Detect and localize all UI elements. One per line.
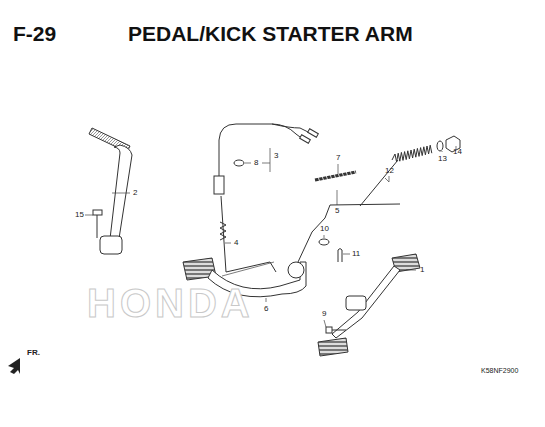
callout-number: 15 [75,211,84,219]
callout-number: 2 [133,189,137,197]
watermark: HONDA [87,283,254,323]
callout-number: 12 [385,167,394,175]
callout-number: 1 [420,266,424,274]
callout-number: 9 [322,310,326,318]
callout-number: 13 [438,155,447,163]
callout-number: 8 [254,159,258,167]
callout-number: 3 [274,152,278,160]
callout-number: 10 [320,225,329,233]
callout-number: 11 [352,250,360,258]
page-title: PEDAL/KICK STARTER ARM [128,23,413,44]
section-code: F-29 [13,23,56,44]
callout-number: 6 [264,305,268,313]
callout-number: 7 [336,154,340,162]
callout-number: 5 [335,207,339,215]
callout-number: 14 [453,148,462,156]
callout-number: 4 [234,239,238,247]
direction-label: FR. [27,349,40,357]
spring-coil [318,169,356,182]
figure-code: K58NF2900 [481,367,518,374]
spring-coil [392,145,432,162]
